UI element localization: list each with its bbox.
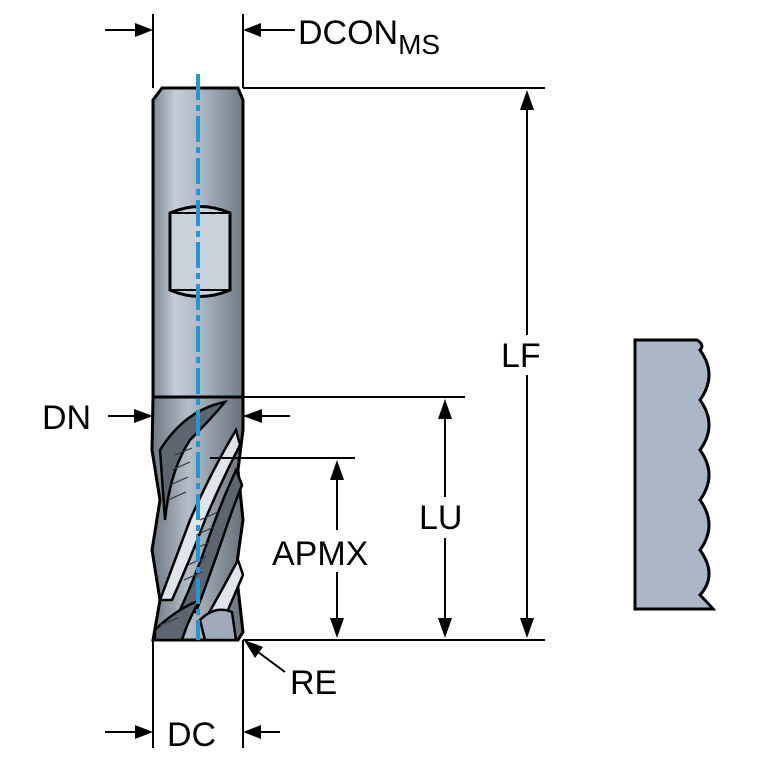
end-mill-tool xyxy=(150,74,245,642)
dimension-dcon-ms: DCONMS xyxy=(105,14,440,88)
lf-label: LF xyxy=(501,337,541,375)
dc-label: DC xyxy=(167,716,216,754)
dimension-dn: DN xyxy=(42,396,465,437)
dimension-lu: LU xyxy=(419,399,462,638)
dcon-label: DCONMS xyxy=(298,14,440,60)
cutting-edge-profile xyxy=(633,338,717,611)
re-label: RE xyxy=(290,664,337,702)
dimension-dc: DC xyxy=(105,640,280,754)
lu-label: LU xyxy=(419,499,462,537)
dimension-lf: LF xyxy=(243,87,545,641)
dn-label: DN xyxy=(42,399,91,437)
dimension-apmx: APMX xyxy=(210,457,368,638)
dimension-re: RE xyxy=(244,640,337,702)
apmx-label: APMX xyxy=(272,535,368,573)
